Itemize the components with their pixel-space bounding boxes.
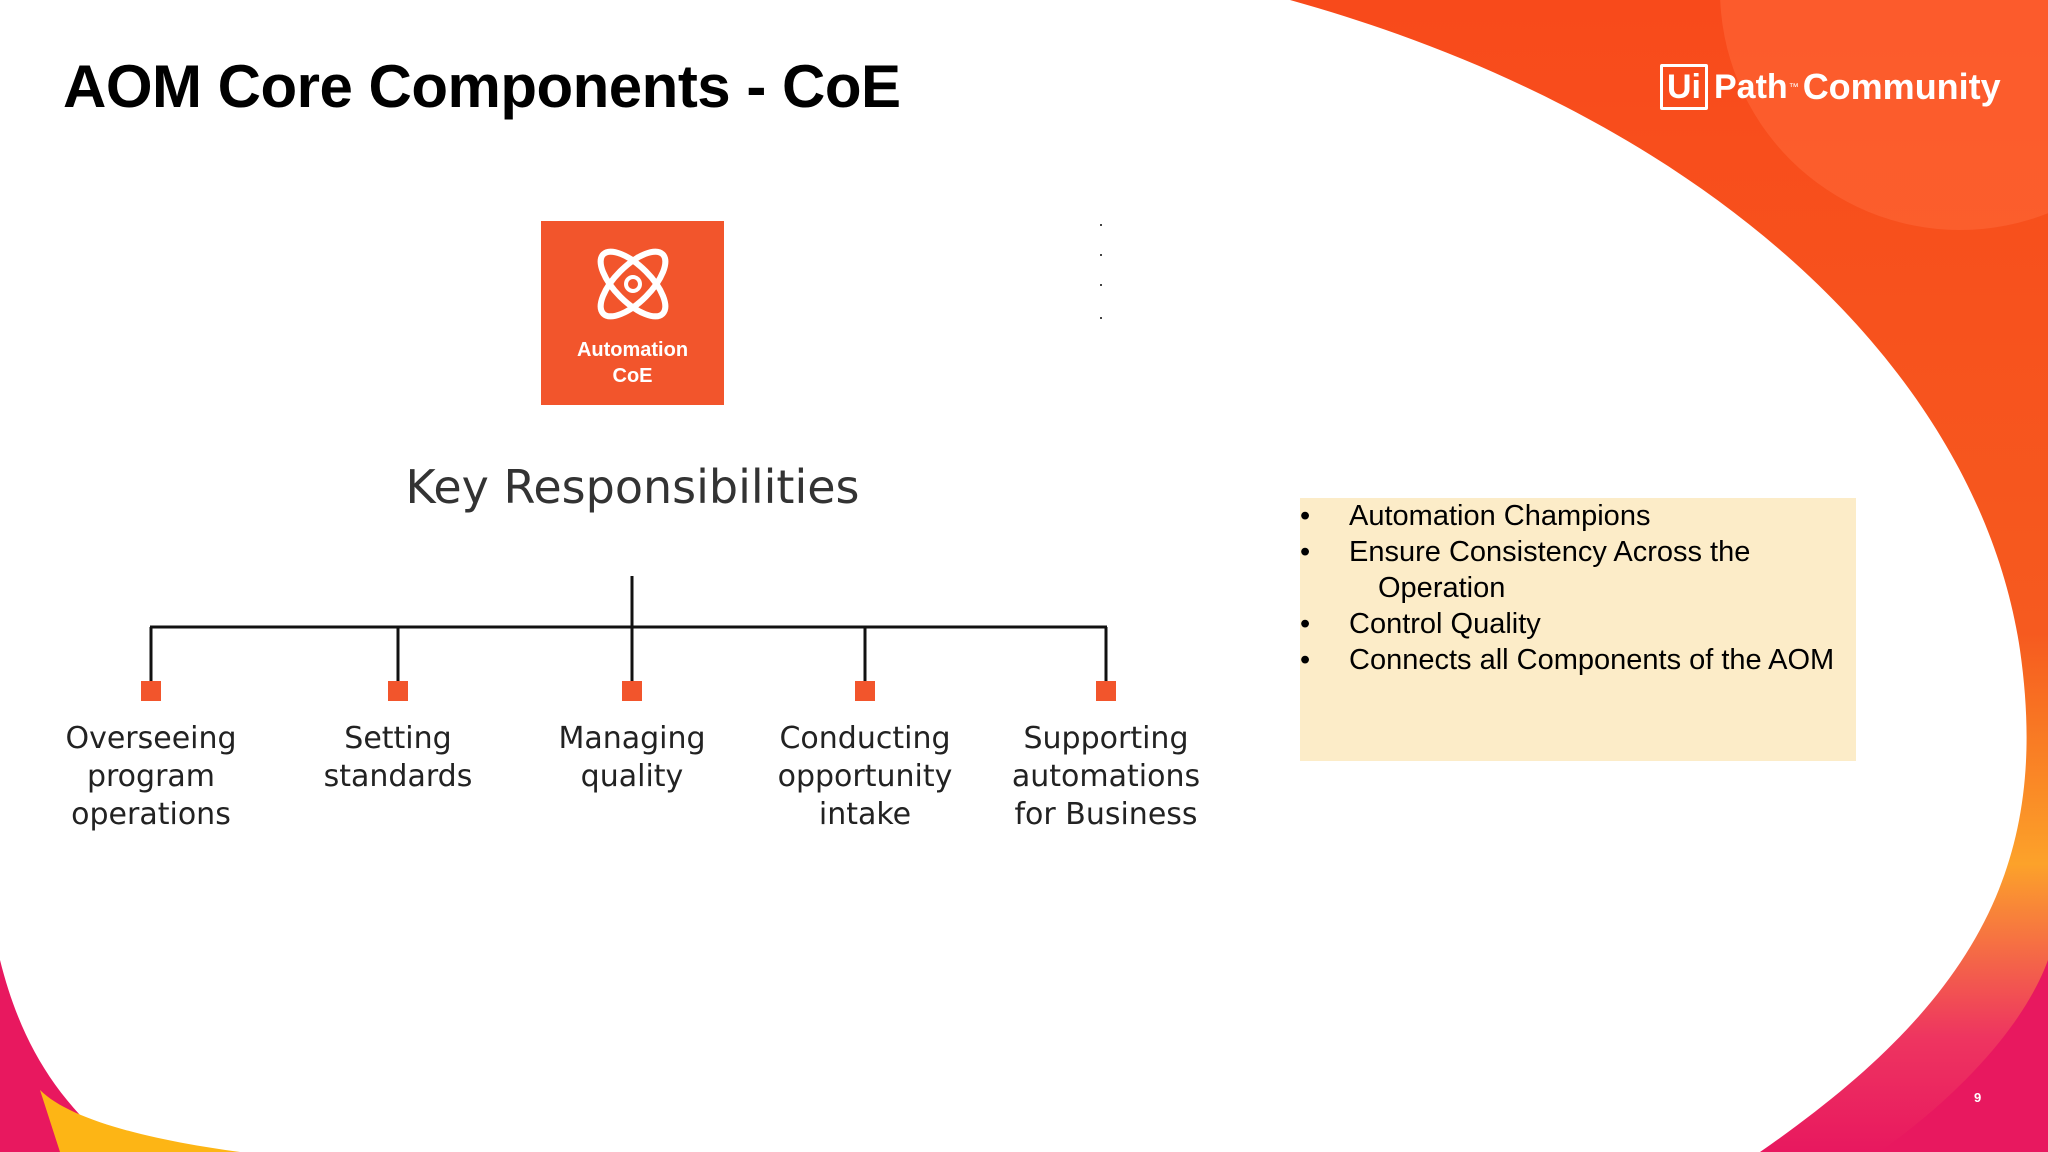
responsibility-label-line: for Business <box>996 796 1216 834</box>
branch-node-marker <box>141 681 161 701</box>
branch-node-marker <box>855 681 875 701</box>
bullet-text: Automation Champions <box>1349 500 1650 532</box>
responsibility-label-line: Setting <box>288 720 508 758</box>
page-number: 9 <box>1974 1090 1981 1105</box>
bullet-marker: • <box>1300 534 1312 570</box>
bullet-item: • Automation Champions <box>1300 498 1856 534</box>
responsibility-label-line: Managing <box>522 720 742 758</box>
responsibility-label-line: automations <box>996 758 1216 796</box>
responsibility-label-line: Overseeing <box>41 720 261 758</box>
coe-info-box: • Automation Champions • Ensure Consiste… <box>1300 498 1856 761</box>
branch-node-marker <box>388 681 408 701</box>
responsibility-label-line: opportunity <box>755 758 975 796</box>
bullet-item: • Connects all Components of the AOM <box>1300 642 1856 678</box>
coe-bullet-list: • Automation Champions • Ensure Consiste… <box>1300 498 1856 678</box>
responsibility-label-line: program <box>41 758 261 796</box>
responsibility-label-line: operations <box>41 796 261 834</box>
branch-node-marker <box>1096 681 1116 701</box>
branch-node-marker <box>622 681 642 701</box>
bullet-marker: • <box>1300 642 1312 678</box>
responsibility-label-line: quality <box>522 758 742 796</box>
bullet-text: Ensure Consistency Across the <box>1349 536 1750 568</box>
responsibility-label-line: intake <box>755 796 975 834</box>
responsibility-label-line: Supporting <box>996 720 1216 758</box>
bullet-marker: • <box>1300 606 1312 642</box>
bullet-text: Connects all Components of the AOM <box>1349 644 1834 676</box>
bullet-item: • Ensure Consistency Across the Operatio… <box>1300 534 1856 606</box>
bullet-text: Control Quality <box>1349 608 1541 640</box>
bullet-marker: • <box>1300 498 1312 534</box>
bullet-continuation: Operation <box>1349 570 1856 606</box>
responsibility-label-line: standards <box>288 758 508 796</box>
bullet-item: • Control Quality <box>1300 606 1856 642</box>
responsibility-label-line: Conducting <box>755 720 975 758</box>
